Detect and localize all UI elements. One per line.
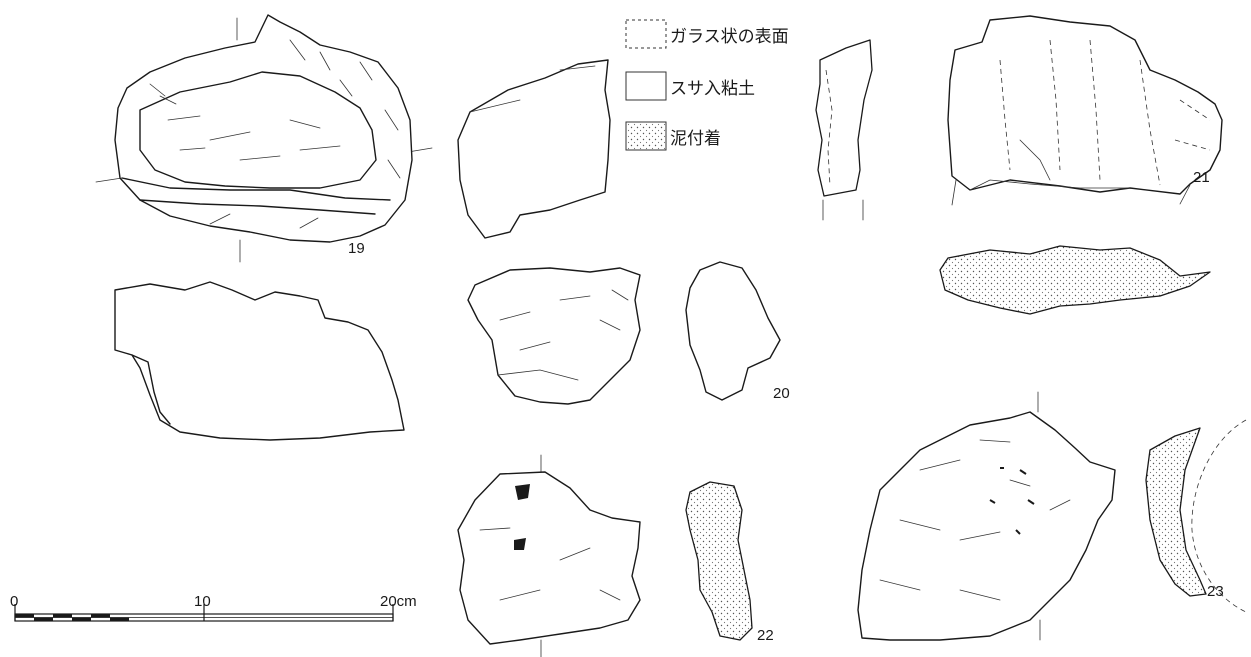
legend-label-mud-adhesion: 泥付着 [670, 129, 721, 149]
specimen-21-side-view [939, 245, 1211, 315]
legend-swatch-mud-adhesion [625, 121, 667, 151]
scale-label-0: 0 [10, 593, 18, 610]
legend: ガラス状の表面 スサ入粘土 泥付着 [625, 19, 789, 151]
specimen-20-number: 20 [773, 385, 790, 402]
specimen-23-front-view [857, 391, 1116, 641]
specimen-22-front-view [457, 454, 641, 657]
specimen-20-side-view: 20 [685, 261, 790, 402]
specimen-22-side-view: 22 [685, 481, 774, 644]
legend-swatch-straw-clay [625, 71, 667, 101]
legend-swatch-glassy-surface [625, 19, 667, 49]
specimen-19-side-view [114, 281, 405, 441]
specimen-20-front-view [467, 267, 641, 405]
scale-label-20cm: 20cm [380, 593, 417, 610]
specimen-23-side-view: 23 [1145, 419, 1247, 613]
scale-label-10: 10 [194, 593, 211, 610]
specimen-23-number: 23 [1207, 583, 1224, 600]
specimen-22-number: 22 [757, 627, 774, 644]
legend-label-straw-clay: スサ入粘土 [670, 79, 755, 99]
legend-label-glassy-surface: ガラス状の表面 [670, 27, 789, 47]
specimen-21-number: 21 [1193, 169, 1210, 186]
specimen-21-front-view: 21 [947, 15, 1223, 206]
scale-bar: 0 10 20cm [10, 593, 417, 622]
specimen-19-number: 19 [348, 240, 365, 257]
specimen-19-top-view: 19 [95, 14, 433, 263]
fragment-profile-upper [815, 39, 873, 221]
fragment-upper-middle [457, 59, 611, 239]
